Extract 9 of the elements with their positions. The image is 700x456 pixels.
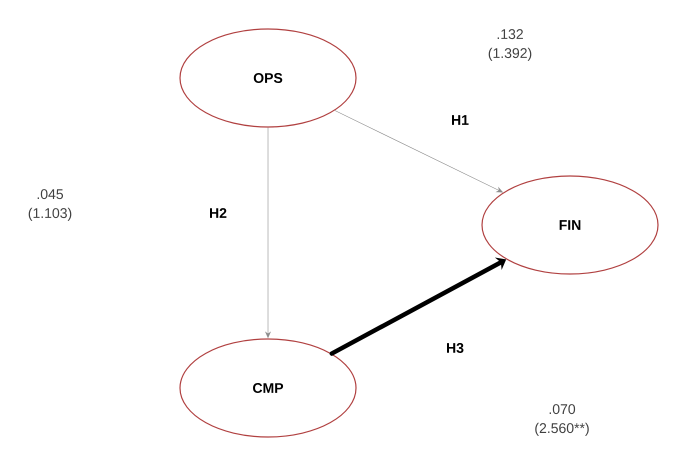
edge-label: H1	[450, 114, 470, 126]
coefficient-label: .070 (2.560**)	[535, 404, 589, 436]
coefficient-label: .132 (1.392)	[488, 29, 532, 61]
edge-label: H3	[445, 342, 465, 354]
edge-label: H2	[208, 207, 228, 219]
ellipse-node: FIN	[481, 175, 659, 275]
ellipse-node: OPS	[179, 28, 357, 128]
ellipse-node: CMP	[179, 338, 357, 438]
coefficient-label: .045 (1.103)	[28, 189, 72, 221]
